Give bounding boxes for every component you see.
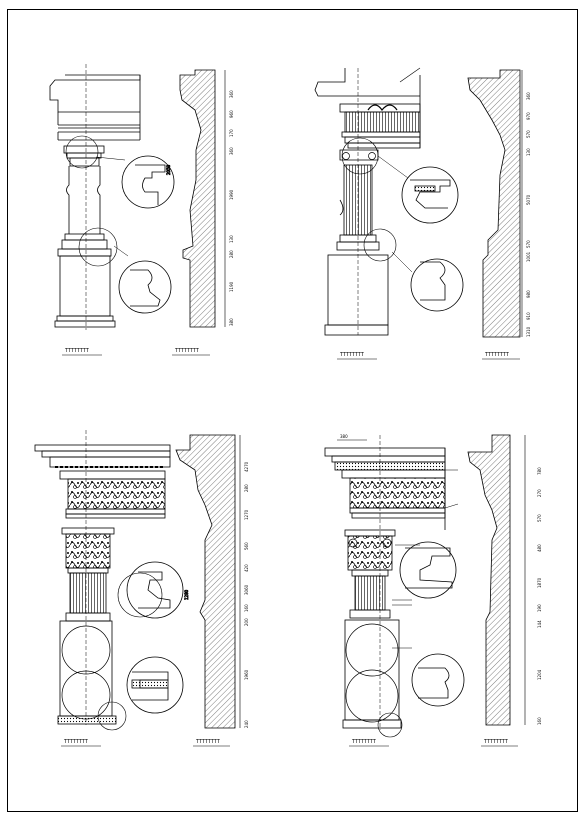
composite-dim: 570 [537,514,542,522]
tuscan-dim: 360 [229,147,234,155]
corinthian-section-profile [175,434,241,729]
corinthian-entablature [34,430,171,725]
ionic-dim: 130 [526,148,531,156]
corinthian-dimension-labels: 4270 280 1270 560 420 3060 160 200 1960 … [244,461,249,728]
corinthian-dim: 160 [244,604,249,612]
ionic-dim: 980 [526,290,531,298]
ionic-order-drawing: 360 970 570 130 5070 570 1001 980 910 13… [314,67,531,360]
ionic-dim: 910 [526,312,531,320]
svg-text:2050: 2050 [166,164,171,175]
tuscan-detail-capital: 2050 [121,155,175,209]
ionic-dim: 570 [526,240,531,248]
composite-dim: 780 [537,467,542,475]
composite-dim: 480 [537,544,542,552]
tuscan-dim: 960 [229,110,234,118]
ionic-dim: 570 [526,130,531,138]
ionic-dim: 1310 [526,326,531,337]
tuscan-dimension-labels: 360 960 170 360 1990 130 280 1190 380 [229,90,234,326]
tuscan-dim: 380 [229,318,234,326]
composite-section-caption: TTTTTTTT [483,739,509,745]
corinthian-detail-capital: 1280 [126,561,189,619]
tuscan-dim: 360 [229,90,234,98]
corinthian-elevation-caption: TTTTTTTT [63,739,89,745]
tuscan-dim: 280 [229,250,234,258]
composite-dim: 1870 [537,577,542,588]
ionic-dim: 5070 [526,194,531,205]
ionic-dim: 970 [526,112,531,120]
composite-elevation-caption: TTTTTTTT [351,739,377,745]
tuscan-column [54,135,129,328]
sheet-border [7,9,578,812]
tuscan-detail-base [118,260,172,314]
ionic-dim: 1001 [526,251,531,262]
corinthian-dim: 280 [244,484,249,492]
corinthian-dim: 560 [244,542,249,550]
ionic-column [324,137,413,336]
tuscan-section-caption: TTTTTTTT [174,348,200,354]
composite-section-profile [467,434,526,726]
composite-dim: 270 [537,489,542,497]
corinthian-column [57,527,163,731]
ionic-dimension-labels: 360 970 570 130 5070 570 1001 980 910 13… [526,92,531,337]
corinthian-dim: 420 [244,564,249,572]
tuscan-dim: 1190 [229,281,234,292]
composite-dim: 144 [537,620,542,628]
ionic-dim: 360 [526,92,531,100]
corinthian-dim: 1960 [244,669,249,680]
corinthian-detail-base [126,656,184,714]
ionic-detail-base [410,258,464,312]
tuscan-entablature [49,64,141,330]
tuscan-dim: 1990 [229,189,234,200]
composite-entablature [324,435,459,730]
ionic-section-profile [467,69,523,338]
composite-detail-base [411,653,465,707]
composite-dimension-labels: 780 270 570 480 1870 190 144 1204 160 [537,467,542,725]
composite-order-drawing: 380 [324,434,542,747]
corinthian-order-drawing: 1280 4270 280 1270 560 420 3060 160 200 … [34,430,249,747]
tuscan-section-profile [179,69,226,328]
corinthian-section-caption: TTTTTTTT [195,739,221,745]
composite-dim: 1204 [537,669,542,680]
svg-text:1280: 1280 [184,589,189,600]
tuscan-order-drawing: 2050 360 960 170 360 1990 130 280 1190 3… [49,64,234,356]
ionic-elevation-caption: TTTTTTTT [339,352,365,358]
corinthian-dim: 4270 [244,461,249,472]
corinthian-dim: 3060 [244,584,249,595]
composite-column [342,529,420,738]
composite-detail-capital [399,541,457,599]
tuscan-elevation-caption: TTTTTTTT [64,348,90,354]
composite-top-dim: 380 [340,434,348,439]
ionic-detail-capital [401,166,459,224]
corinthian-dim: 200 [244,618,249,626]
corinthian-dim: 1270 [244,509,249,520]
composite-dim: 190 [537,604,542,612]
tuscan-dim: 170 [229,129,234,137]
composite-dim: 160 [537,717,542,725]
ionic-section-caption: TTTTTTTT [484,352,510,358]
corinthian-dim: 240 [244,720,249,728]
tuscan-dim: 130 [229,235,234,243]
